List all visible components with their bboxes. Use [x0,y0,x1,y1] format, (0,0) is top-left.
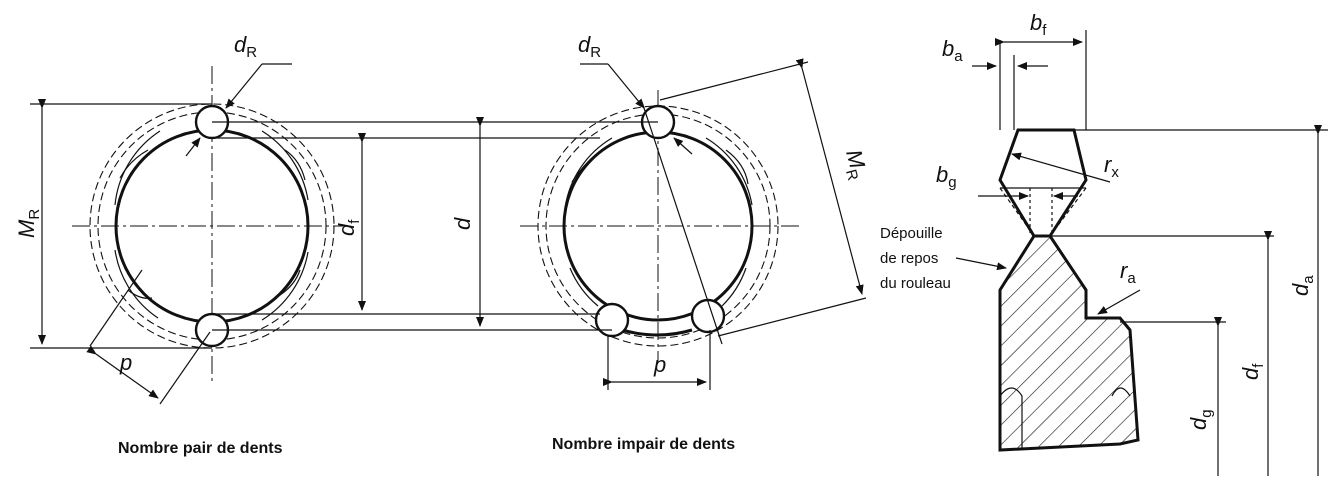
p-label-right: p [653,352,666,377]
tooth-profile [569,267,599,307]
df-right-label: df [1238,363,1267,380]
note-line-1: Dépouille [880,225,943,242]
ra-label: ra [1120,258,1136,287]
caption-even-teeth: Nombre pair de dents [118,440,283,457]
dr-label-left: dR [234,32,257,61]
tooth-gap-profile [621,328,693,337]
caption-odd-teeth: Nombre impair de dents [552,436,735,453]
rx-label: rx [1104,152,1119,181]
tooth-flank [571,149,603,183]
note-line-3: du rouleau [880,275,951,292]
tooth-profile [261,251,309,321]
even-teeth-sprocket [72,66,348,382]
mr-label-right: MR [837,147,873,183]
pitch-dashed-circle [545,113,771,339]
ba-label: ba [942,36,963,65]
dr-label-right: dR [578,32,601,61]
odd-teeth-sprocket [520,90,800,362]
tooth-profile [114,130,161,206]
tooth-profile [721,267,747,307]
bf-label: bf [1030,10,1047,39]
diagonal-construction-line [641,101,723,345]
tooth-profile [261,130,309,201]
measuring-roller-bottom-right [690,298,726,334]
dr-leader-left: dR [185,32,292,157]
mr-label-left: MR [14,209,43,238]
pitch-dimension-right: p [603,330,711,390]
pitch-dimension-left: p [86,269,211,405]
tooth-section [998,30,1140,452]
radius-labels: rx ra [1011,152,1141,315]
d-label: d [450,217,475,230]
tooth-flank [279,269,301,296]
df-and-d-dimensions: df d [212,117,658,331]
p-label-left: p [119,350,132,375]
width-dimensions: bf ba bg [936,10,1083,236]
tooth-flank [284,149,306,181]
bg-label: bg [936,162,957,191]
dg-label: dg [1186,409,1215,430]
tooth-flank [119,149,149,179]
df-label: df [334,219,363,236]
measuring-roller-bottom-left [594,302,630,338]
mr-dimension-right: MR [659,58,873,337]
pitch-dashed-circle [97,111,327,341]
hatched-section [998,234,1140,452]
dr-leader-right: dR [578,32,693,155]
diameter-dimensions: da df dg [1050,125,1328,476]
outer-dashed-circle [89,103,335,349]
note-line-2: de repos [880,250,938,267]
tooth-flank [127,289,153,299]
tooth-flank [725,149,749,185]
tooth-profile [705,137,753,206]
tooth-outline [998,128,1088,238]
tooth-profile [564,137,613,209]
roller-relief-note: Dépouille de repos du rouleau [880,225,1007,292]
da-label: da [1288,275,1317,296]
